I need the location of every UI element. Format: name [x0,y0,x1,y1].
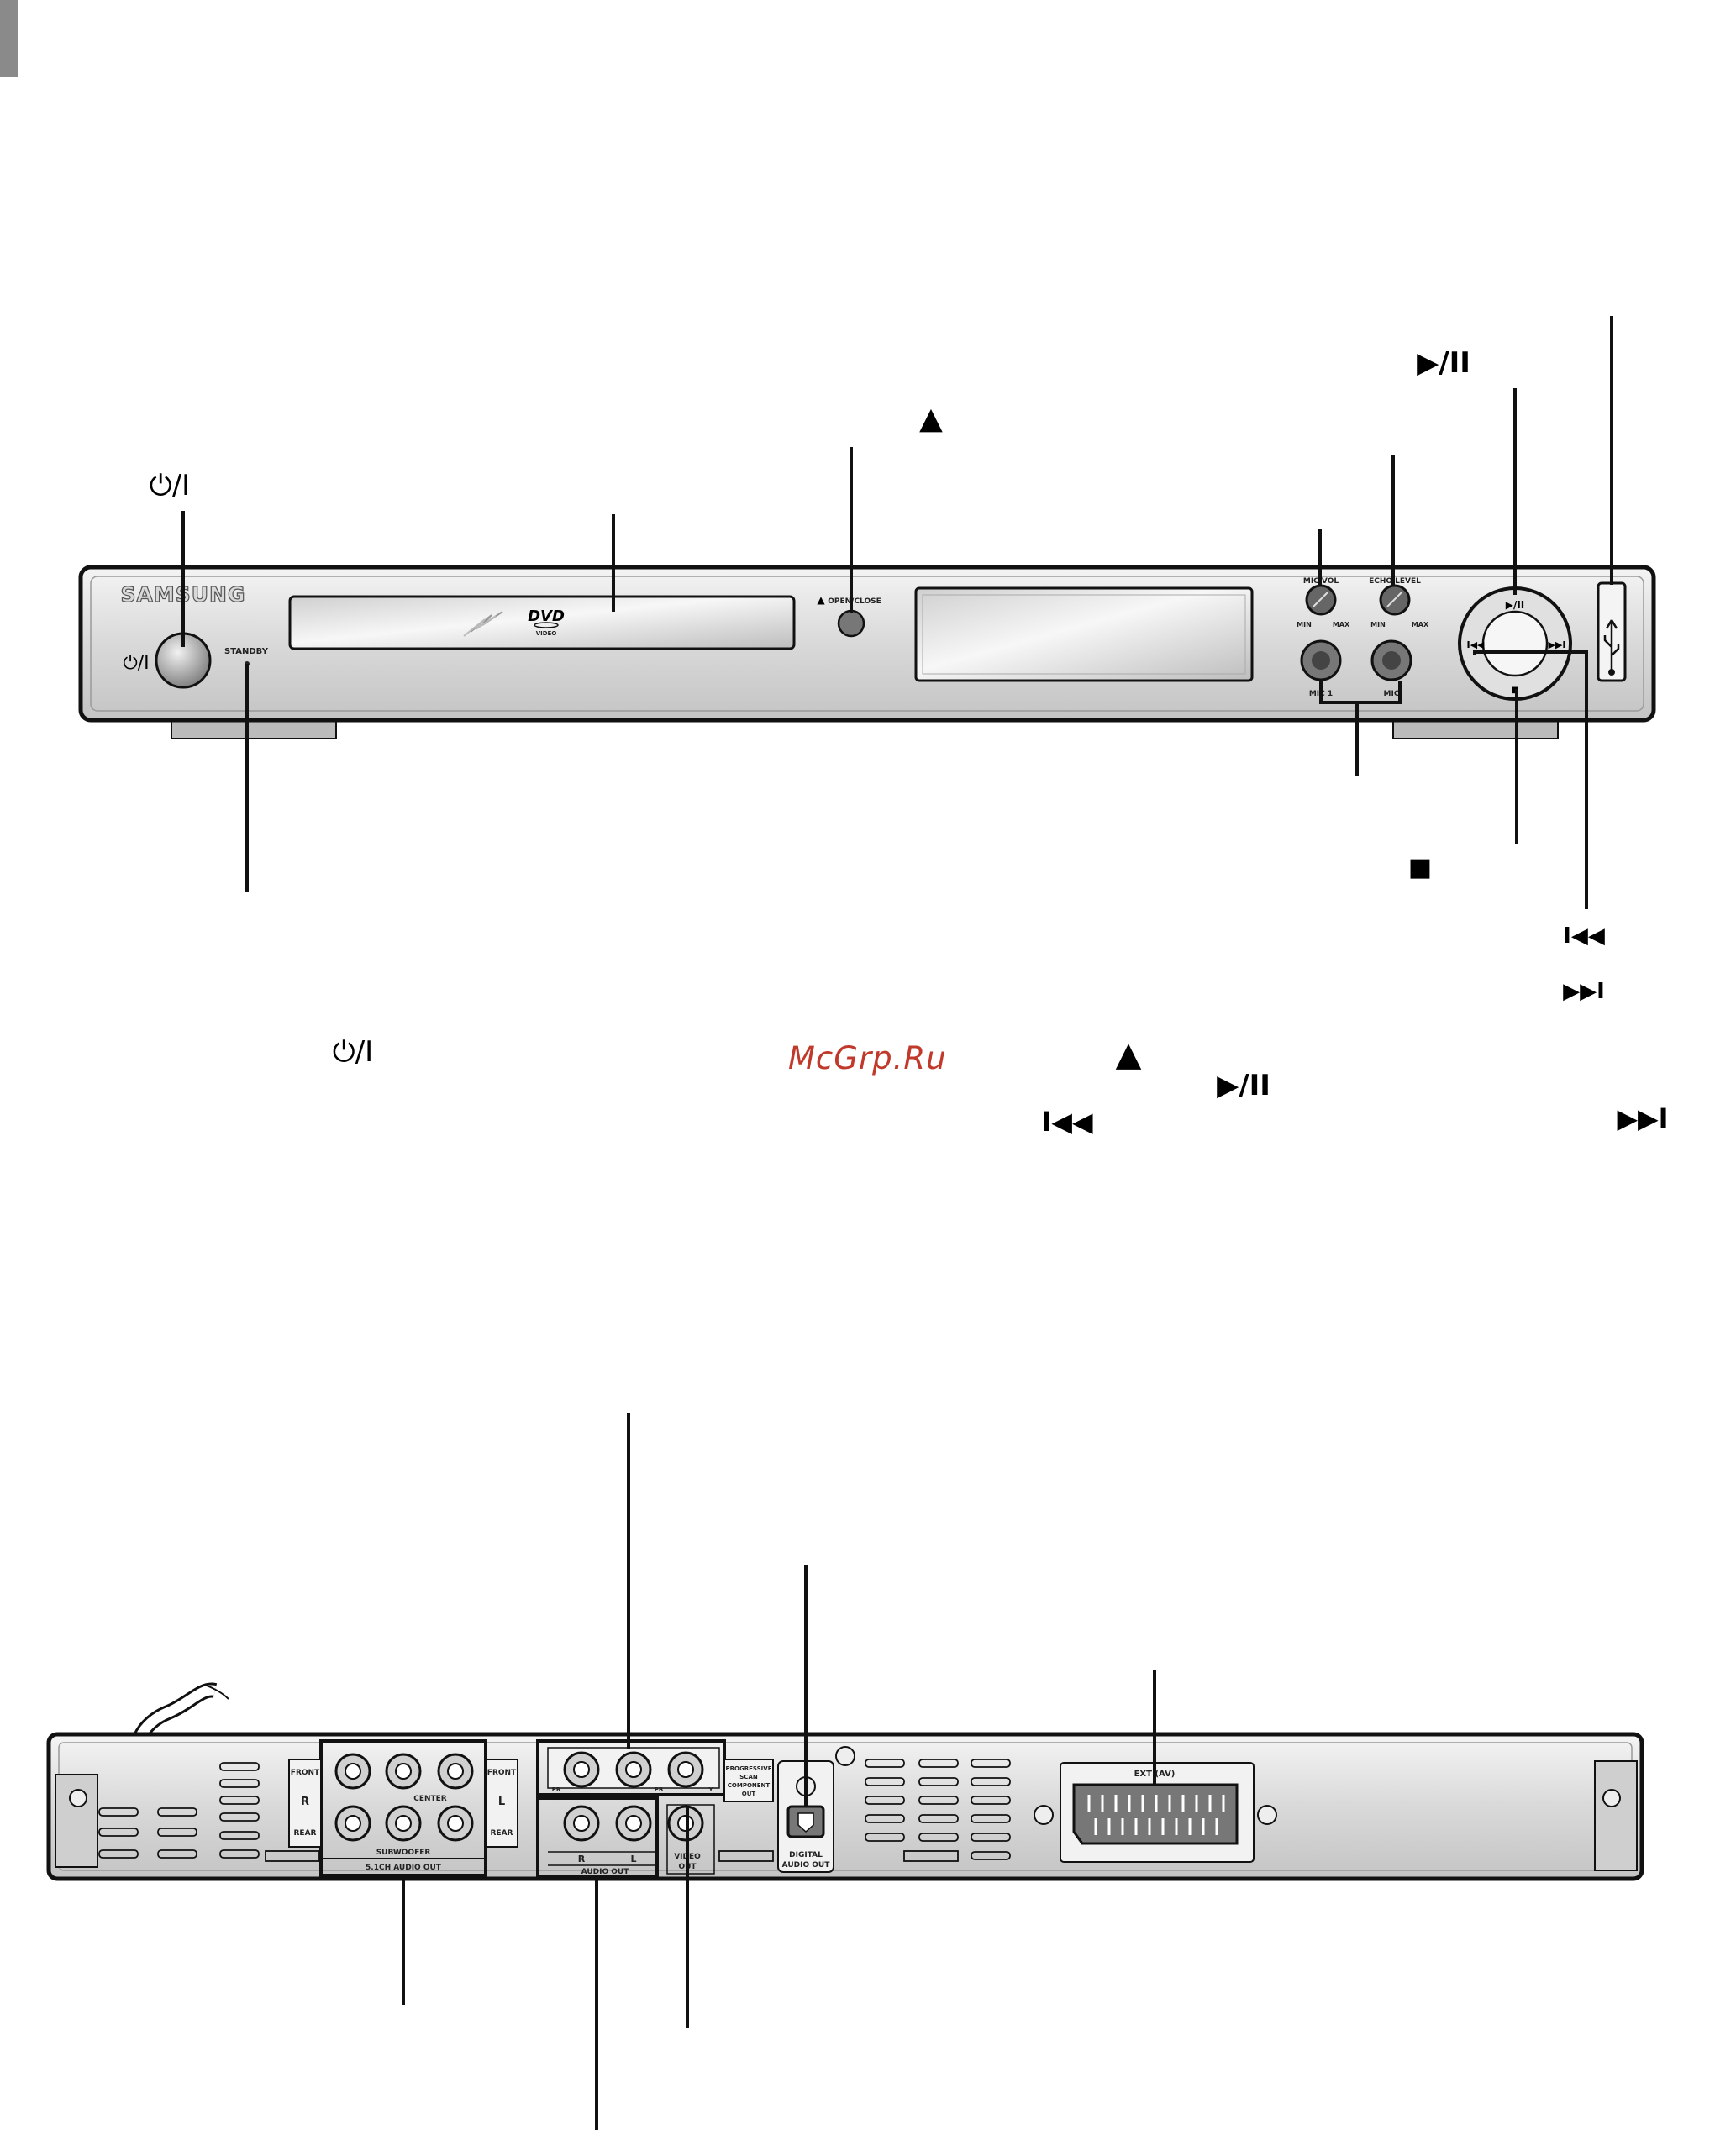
audio-out-r-label: R [578,1854,586,1864]
mic2-label: MIC [1384,690,1400,698]
subwoofer-label: SUBWOOFER [376,1849,431,1857]
echo-level-label: ECHO LEVEL [1369,577,1421,586]
display-window [914,586,1254,682]
wheel-play-pause-icon[interactable]: ▶/II [1506,599,1525,611]
inline-play-pause-symbol: ▶/II [1217,1069,1270,1102]
y-label: Y [708,1786,713,1793]
digital-label-2: AUDIO OUT [782,1861,831,1870]
callout-stop-symbol: ■ [1408,853,1432,882]
progressive-label: PROGRESSIVE [726,1765,772,1772]
front-l-label: FRONT [487,1769,517,1777]
rear-callout-lines [402,1413,1156,2130]
pb-label: PB [655,1786,663,1793]
page-edge-tab [0,0,18,77]
center-label: CENTER [413,1795,447,1803]
audio-out-label: AUDIO OUT [581,1868,630,1876]
open-close-label: OPEN/CLOSE [828,597,881,606]
mic-vol-max: MAX [1333,621,1350,628]
callout-skip-back-symbol: I◀◀ [1563,923,1605,949]
scan-label: SCAN [739,1774,758,1780]
standby-label: STANDBY [224,647,269,656]
component-out-label: OUT [742,1791,756,1797]
pr-label: PR [552,1786,561,1793]
wheel-skip-forward-icon[interactable]: ▶▶I [1548,639,1565,650]
callout-power-symbol: ⏻/I [150,469,190,502]
rear-l-label: REAR [491,1829,513,1838]
scart-connector[interactable] [1072,1783,1239,1845]
front-callout-lines [181,316,1613,909]
wheel-skip-back-icon[interactable]: I◀◀ [1466,639,1485,650]
l-channel-label: L [498,1796,505,1808]
r-channel-label: R [301,1796,309,1808]
usb-icon [1603,619,1620,671]
screw-left [69,1789,87,1807]
eject-small-icon: ▲ [817,594,825,606]
watermark-text: McGrp.Ru [788,1040,947,1076]
dvd-logo-sub: VIDEO [536,630,557,637]
open-close-button[interactable] [837,609,865,638]
inline-skip-forward-symbol: ▶▶I [1617,1102,1668,1134]
inline-power-symbol: ⏻/I [333,1035,373,1069]
echo-min: MIN [1370,621,1386,628]
audio-51ch-label: 5.1CH AUDIO OUT [366,1864,442,1872]
front-panel: SAMSUNG ⏻/I STANDBY DVD VIDEO ▲ OPEN/CLO… [78,565,1656,739]
rear-panel: FRONT R REAR FRONT L REAR CENTER SUBWOOF… [46,1682,1644,1881]
echo-max: MAX [1412,621,1429,628]
rear-r-label: REAR [294,1829,317,1838]
inline-eject-symbol: ▲ [1116,1035,1142,1074]
callout-play-pause-symbol: ▶/II [1417,346,1470,380]
digital-label-1: DIGITAL [789,1851,823,1859]
callout-skip-forward-symbol: ▶▶I [1563,979,1605,1004]
front-foot-left [171,719,337,739]
inline-skip-back-symbol: I◀◀ [1041,1106,1093,1138]
center-button[interactable] [1481,610,1549,677]
component-label: COMPONENT [728,1782,771,1789]
dvd-logo: DVD [528,607,565,625]
power-button-label: ⏻/I [123,653,149,674]
audio-out-l-label: L [630,1854,636,1864]
callout-eject-symbol: ▲ [919,402,943,436]
mic-vol-min: MIN [1297,621,1312,628]
front-r-label: FRONT [291,1769,320,1777]
front-foot-right [1392,719,1559,739]
screw-right [1602,1789,1621,1807]
